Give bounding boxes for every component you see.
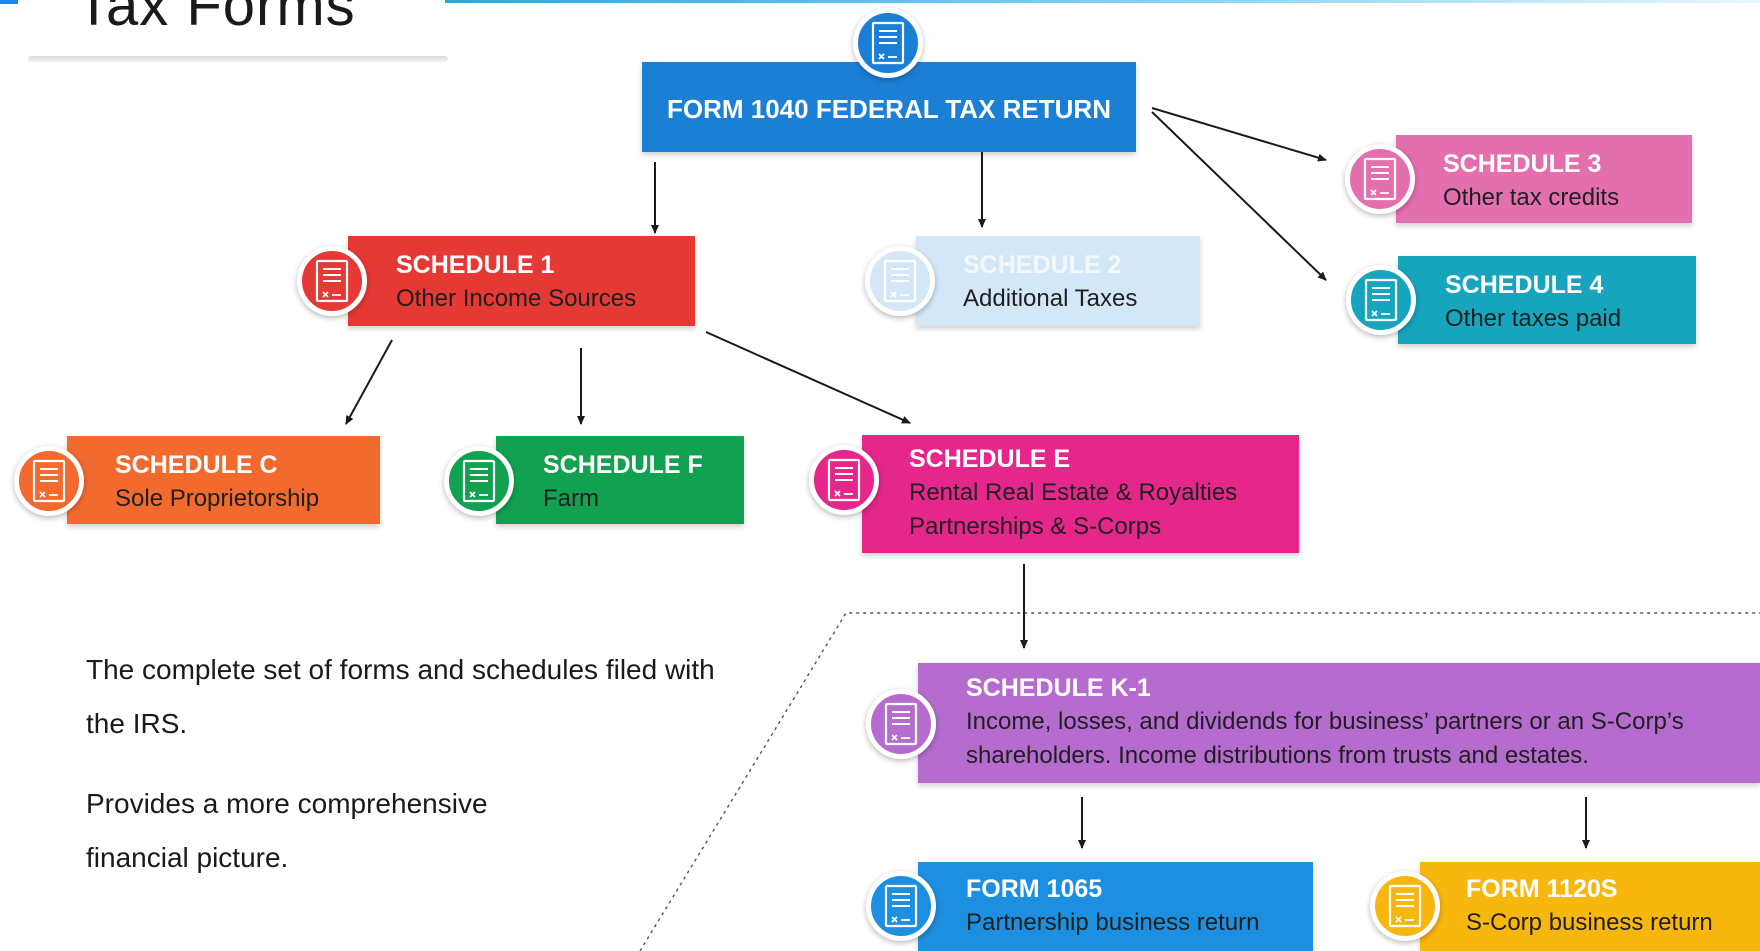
schedule-c-box: SCHEDULE C Sole Proprietorship — [67, 436, 380, 524]
document-icon — [1364, 278, 1398, 322]
schedule-2-desc: Additional Taxes — [963, 285, 1138, 312]
form-1065-badge — [866, 871, 936, 941]
schedule-f-desc: Farm — [543, 485, 599, 512]
document-icon — [1363, 157, 1397, 201]
schedule-2-badge — [865, 246, 935, 316]
schedule-4-title: SCHEDULE 4 — [1445, 271, 1604, 299]
document-icon — [871, 21, 905, 65]
document-icon — [315, 259, 349, 303]
schedule-1-title: SCHEDULE 1 — [396, 251, 555, 279]
schedule-3-badge — [1345, 144, 1415, 214]
schedule-4-desc: Other taxes paid — [1445, 305, 1622, 332]
document-icon — [827, 458, 861, 502]
schedule-3-box: SCHEDULE 3 Other tax credits — [1396, 135, 1692, 223]
title-accent — [0, 0, 18, 4]
document-icon — [884, 702, 918, 746]
schedule-3-title: SCHEDULE 3 — [1443, 150, 1602, 178]
document-icon — [1388, 884, 1422, 928]
form-1120s-box: FORM 1120S S-Corp business return — [1420, 862, 1760, 951]
schedule-1-desc: Other Income Sources — [396, 285, 637, 312]
schedule-f-box: SCHEDULE F Farm — [496, 436, 744, 524]
schedule-e-desc-2: Partnerships & S-Corps — [909, 513, 1162, 540]
form-1065-title: FORM 1065 — [966, 875, 1103, 903]
schedule-c-desc: Sole Proprietorship — [115, 485, 320, 512]
form-1120s-desc: S-Corp business return — [1466, 909, 1713, 936]
description-paragraph-2: Provides a more comprehensive financial … — [86, 788, 488, 873]
form-1120s-badge — [1370, 871, 1440, 941]
form-1065-box: FORM 1065 Partnership business return — [918, 862, 1313, 951]
schedule-3-desc: Other tax credits — [1443, 184, 1620, 211]
form-1120s-title: FORM 1120S — [1466, 875, 1618, 903]
document-icon — [883, 259, 917, 303]
form-1040-badge — [853, 8, 923, 78]
arrow-root-to-schedule-3 — [1151, 107, 1327, 162]
schedule-c-badge — [14, 446, 84, 516]
schedule-k1-title: SCHEDULE K-1 — [966, 674, 1151, 702]
schedule-e-box: SCHEDULE E Rental Real Estate & Royaltie… — [862, 435, 1299, 553]
schedule-e-badge — [809, 445, 879, 515]
schedule-4-box: SCHEDULE 4 Other taxes paid — [1398, 256, 1696, 344]
top-rule — [445, 0, 1760, 3]
page-title: Tax Forms — [76, 0, 356, 38]
title-underline — [28, 56, 448, 62]
description-paragraph-1: The complete set of forms and schedules … — [86, 654, 715, 739]
document-icon — [884, 884, 918, 928]
arrow-schedule-1-to-c — [345, 339, 393, 425]
schedule-f-title: SCHEDULE F — [543, 451, 703, 479]
schedule-c-title: SCHEDULE C — [115, 451, 278, 479]
schedule-1-box: SCHEDULE 1 Other Income Sources — [348, 236, 695, 326]
form-1040-title: FORM 1040 FEDERAL TAX RETURN — [667, 94, 1111, 124]
document-icon — [32, 459, 66, 503]
schedule-4-badge — [1346, 265, 1416, 335]
schedule-2-box: SCHEDULE 2 Additional Taxes — [916, 236, 1200, 326]
schedule-1-badge — [297, 246, 367, 316]
schedule-k1-box: SCHEDULE K-1 Income, losses, and dividen… — [918, 663, 1760, 783]
schedule-f-badge — [444, 446, 514, 516]
schedule-e-title: SCHEDULE E — [909, 445, 1071, 473]
document-icon — [462, 459, 496, 503]
schedule-k1-desc: Income, losses, and dividends for busine… — [966, 708, 1684, 735]
schedule-k1-badge — [866, 689, 936, 759]
arrow-schedule-1-to-e — [705, 331, 911, 424]
form-1065-desc: Partnership business return — [966, 909, 1260, 936]
schedule-e-desc: Rental Real Estate & Royalties — [909, 479, 1238, 506]
schedule-2-title: SCHEDULE 2 — [963, 251, 1122, 279]
schedule-k1-desc-2: shareholders. Income distributions from … — [966, 742, 1589, 769]
